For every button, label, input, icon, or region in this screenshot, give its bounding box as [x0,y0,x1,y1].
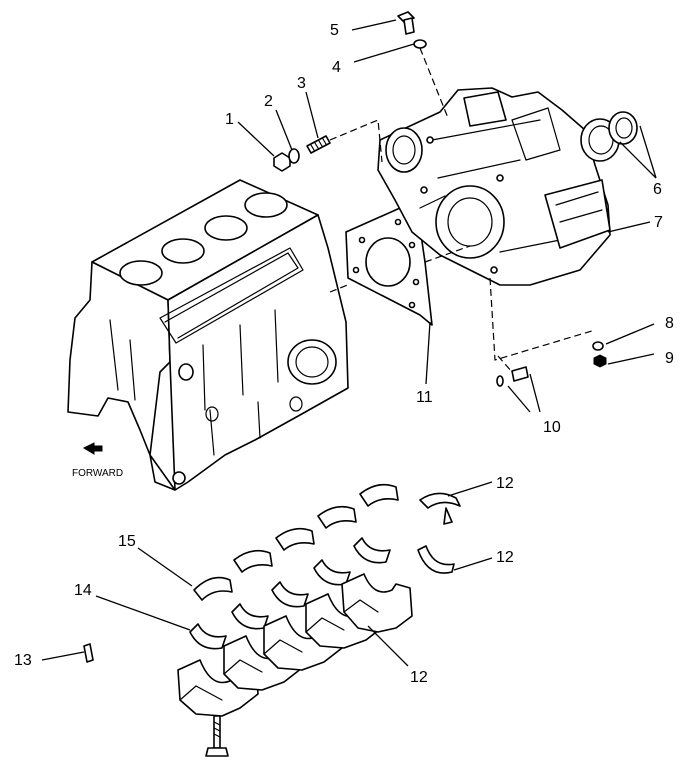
bolt-washer-part-10 [496,366,529,387]
leader-3 [305,91,319,139]
callout-15: 15 [118,533,136,550]
washer-part-8 [592,341,604,351]
callout-11: 11 [416,389,433,406]
leader-8 [605,323,655,345]
callout-12c: 12 [410,669,428,686]
callout-10: 10 [543,419,561,436]
nut-part-1 [273,152,291,172]
callout-5: 5 [330,22,339,39]
leader-11 [425,321,431,385]
callout-1: 1 [225,111,234,128]
leader-6 [619,125,657,179]
rear-plate-part-11 [345,207,433,326]
callout-8: 8 [665,315,674,332]
leader-12a [447,481,493,497]
leader-14 [95,595,191,631]
flywheel-housing-part-7 [377,87,611,286]
callout-9: 9 [665,350,674,367]
leader-15 [137,547,193,587]
leader-1 [237,121,275,157]
assembly-line-stud [329,119,383,163]
dowel-pin-part-13 [83,643,94,663]
leader-2 [275,109,293,151]
forward-label: FORWARD [72,468,123,479]
assembly-line-bolt [419,47,449,119]
callout-6: 6 [653,181,662,198]
callout-4: 4 [332,59,341,76]
leader-12c [367,625,409,667]
callout-12b: 12 [496,549,514,566]
upper-bearing-shells-part-15 [193,483,399,601]
callout-2: 2 [264,93,273,110]
stud-part-3 [306,135,331,154]
callout-12a: 12 [496,475,514,492]
seals-part-6 [580,111,638,162]
main-bearing-bolt [205,715,229,757]
leader-4 [353,43,415,63]
callout-13: 13 [14,652,32,669]
nut-part-9 [593,354,607,368]
thrust-washer-upper-part-12 [419,492,461,525]
callout-7: 7 [654,214,663,231]
leader-5 [351,19,397,31]
assembly-line-plate [329,245,471,293]
washer-part-4 [413,39,427,49]
forward-direction-arrow [82,442,103,455]
leader-10 [507,373,541,413]
callout-3: 3 [297,75,306,92]
leader-13 [41,651,85,661]
assembly-line-lower [489,277,596,373]
callout-14: 14 [74,582,92,599]
leader-9 [607,353,655,365]
lower-bearing-shells-part-14 [189,537,391,650]
washer-part-2 [288,148,300,164]
bearing-caps-part-12 [177,573,413,717]
leader-7 [607,221,651,233]
cylinder-block [67,179,349,491]
bolt-part-5 [397,11,415,35]
leader-12b [453,557,493,571]
thrust-washer-lower-part-12 [417,545,455,574]
